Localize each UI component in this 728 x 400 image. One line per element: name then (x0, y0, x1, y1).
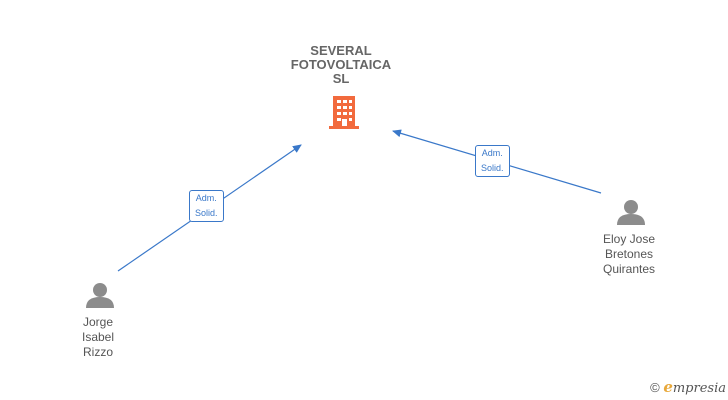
role-badge-eloy: Adm. Solid. (475, 145, 510, 177)
person-name-line: Jorge (82, 315, 114, 329)
company-name[interactable]: SEVERAL FOTOVOLTAICA SL (276, 44, 406, 86)
copyright-icon: © (650, 380, 660, 395)
role-badge-jorge: Adm. Solid. (189, 190, 224, 222)
brand-rest: mpresia (672, 381, 726, 396)
brand-logo: empresia (663, 378, 726, 396)
role-badge-line: Solid. (481, 163, 504, 173)
role-badge-line: Solid. (195, 208, 218, 218)
company-name-line: SEVERAL (310, 43, 372, 58)
role-badge-line: Adm. (195, 193, 217, 203)
person-icon[interactable] (86, 283, 114, 308)
building-icon[interactable] (329, 96, 359, 129)
brand-initial: e (663, 378, 673, 396)
company-name-line: FOTOVOLTAICA (290, 57, 392, 72)
person-icon[interactable] (617, 200, 645, 225)
person-name-line: Eloy Jose (602, 232, 656, 246)
role-badge-line: Adm. (481, 148, 503, 158)
person-name-line: Bretones (604, 247, 654, 261)
company-name-line: SL (332, 71, 350, 86)
person-name-eloy[interactable]: Eloy Jose Bretones Quirantes (574, 232, 684, 277)
person-name-line: Isabel (81, 330, 115, 344)
person-name-line: Quirantes (602, 262, 656, 276)
person-name-jorge[interactable]: Jorge Isabel Rizzo (43, 315, 153, 360)
person-name-line: Rizzo (82, 345, 113, 359)
footer-brand: © empresia (650, 378, 726, 396)
